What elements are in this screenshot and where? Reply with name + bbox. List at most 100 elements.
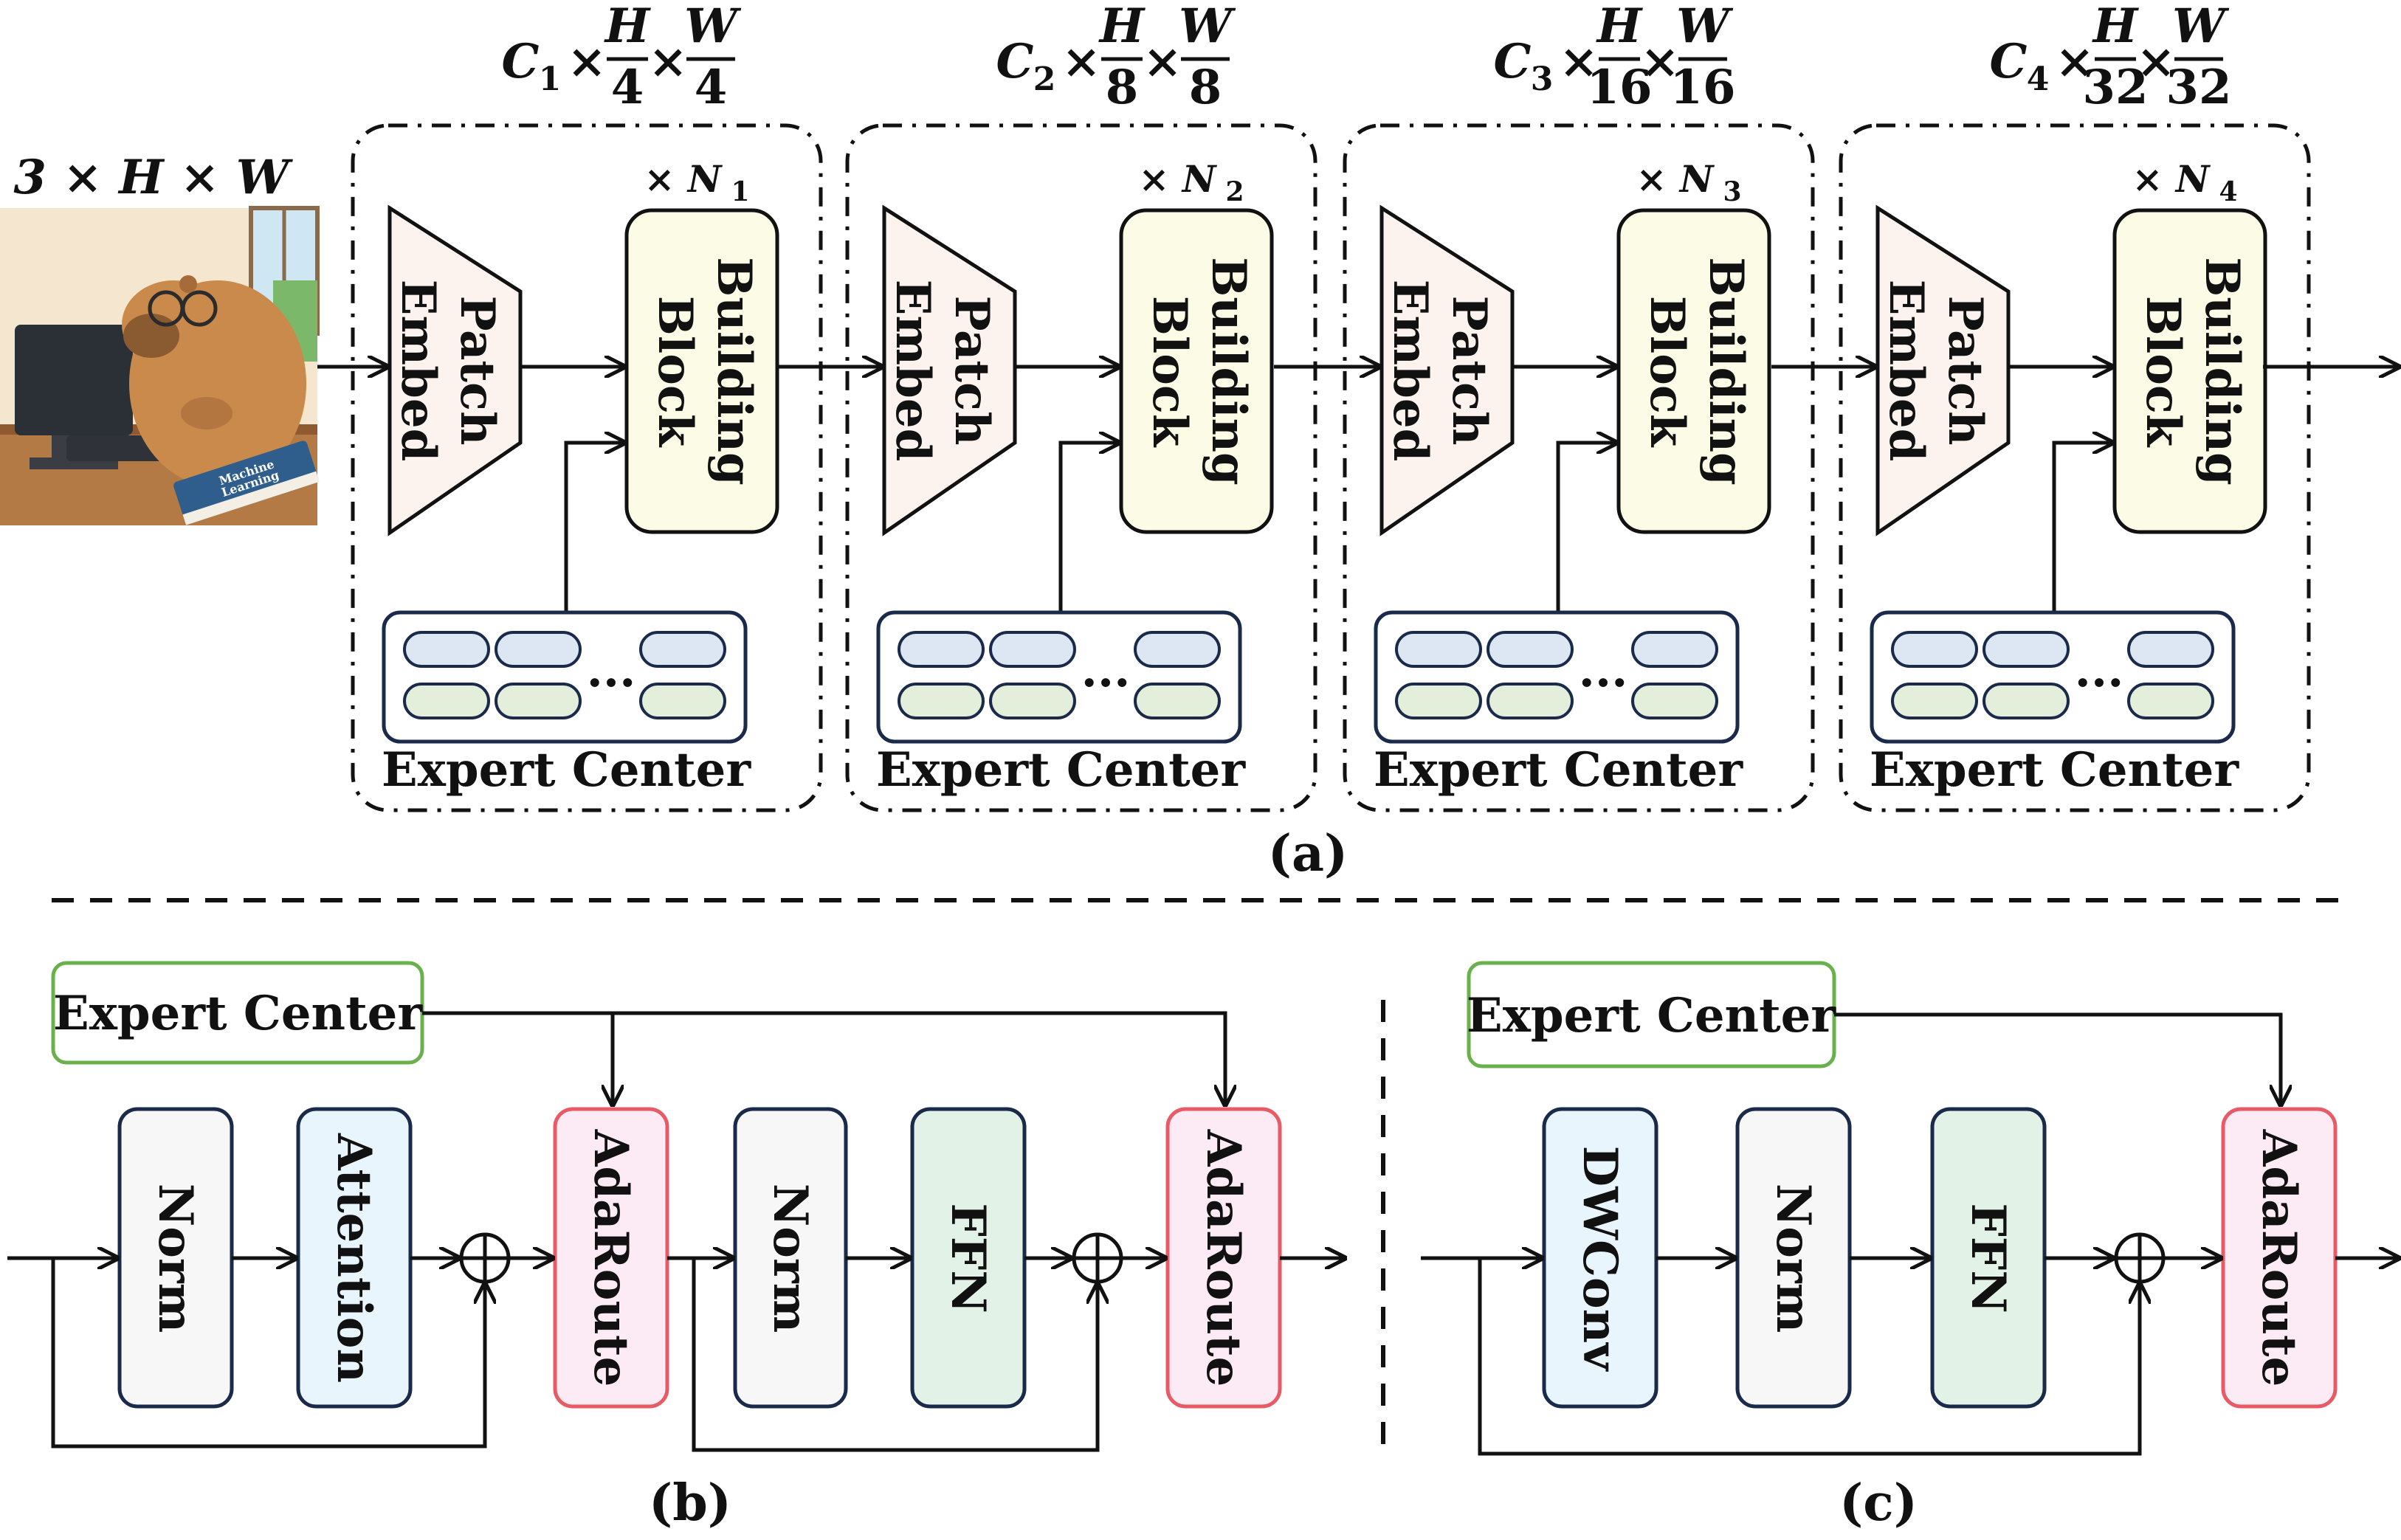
repeat-subscript: 1 [731,176,749,207]
dim-w: W [1676,0,1734,54]
expert-pill [2127,631,2214,668]
expert-pill [1983,683,2070,719]
dim-h-denom: 8 [1106,60,1139,115]
dim-w-denom: 32 [2166,60,2231,115]
expert-pill [1395,683,1482,719]
repeat-label: × N [2132,157,2211,201]
input-image: Machine Learning [0,206,320,525]
building-block [1119,208,1274,534]
adaroute-block: AdaRoute [553,1107,669,1409]
panel-b-blocks: Norm Attention AdaRoute Norm FFN AdaRoute [117,1107,1282,1409]
dim-h-denom: 32 [2082,60,2148,115]
repeat-subscript: 3 [1723,176,1741,207]
building-block-label: Building [2194,257,2250,486]
building-block-label: Building [706,257,762,486]
dim-symbol: C [1990,34,2028,89]
dim-w-denom: 4 [695,60,728,115]
expert-dots: ... [2075,643,2124,698]
dim-symbol: C [996,34,1034,89]
patch-embed-label: Patch [944,296,999,446]
patch-embed-label: Embed [390,280,446,462]
patch-embed-label: Patch [449,296,505,446]
dim-times: × [1559,34,1599,89]
stage-border [351,123,823,812]
patch-embed-label: Patch [1441,296,1497,446]
expert-dots: ... [1579,643,1628,698]
patch-embed-label: Patch [1937,296,1993,446]
repeat-label: × N [1138,157,1217,201]
expert-dots: ... [587,643,636,698]
adaroute-block-2: AdaRoute [1165,1107,1282,1409]
norm-block-2-label: Norm [762,1184,818,1333]
dim-h: H [2092,0,2140,54]
panel-c-expert-center-label: Expert Center [1467,988,1836,1043]
dwconv-block-label: DWConv [1572,1146,1627,1372]
expert-pill [898,683,985,719]
adaroute-block-c: AdaRoute [2221,1107,2338,1409]
stage-border [1343,123,1815,812]
dim-times: × [1640,34,1680,89]
patch-embed-label: Embed [1382,280,1438,462]
patch-embed-label: Embed [885,280,940,462]
dim-times: × [2136,34,2176,89]
input-shape-label: 3 × H × W [13,150,293,205]
building-block-label: Block [647,296,703,448]
repeat-label: × N [1636,157,1715,201]
building-block [2112,208,2267,534]
expert-pill [898,631,985,668]
dim-times: × [567,34,607,89]
dim-h: H [1596,0,1644,54]
patch-embed-block [1379,204,1515,536]
norm-block-label: Norm [148,1184,203,1333]
expert-pill [1134,631,1221,668]
dim-w: W [1179,0,1236,54]
patch-embed-block [387,204,523,536]
expert-pill [495,631,582,668]
dim-subscript: 1 [539,61,562,98]
expert-pill [1487,683,1574,719]
building-block-label: Block [1142,296,1197,448]
patch-embed-label: Embed [1878,280,1934,462]
stage-border [845,123,1317,812]
expert-pill [495,683,582,719]
ffn-block-label: FFN [940,1203,996,1313]
dim-times: × [2055,34,2095,89]
dim-times: × [648,34,688,89]
dim-h: H [1098,0,1146,54]
adaroute-block-2-label: AdaRoute [1196,1129,1251,1387]
expert-pill [403,631,490,668]
caption-a: (a) [1268,824,1348,883]
expert-pill [1631,631,1718,668]
expert-pill [1134,683,1221,719]
ffn-block-c-label: FFN [1960,1203,2016,1313]
dim-w-denom: 8 [1189,60,1222,115]
expert-pill [989,631,1076,668]
ffn-block-c: FFN [1930,1107,2047,1409]
expert-pill [639,683,726,719]
repeat-subscript: 2 [1225,176,1244,207]
norm-block-c-label: Norm [1766,1184,1821,1333]
ffn-block: FFN [910,1107,1027,1409]
building-block-label: Building [1698,257,1754,486]
dim-symbol: C [1494,34,1532,89]
attention-block-label: Attention [326,1133,382,1383]
dim-h-denom: 4 [611,60,644,115]
expert-pill [1983,631,2070,668]
dim-subscript: 3 [1531,61,1554,98]
panel-c-blocks: DWConv Norm FFN AdaRoute [1542,1107,2338,1409]
dim-times: × [1143,34,1182,89]
repeat-subscript: 4 [2219,176,2237,207]
expert-pill [1395,631,1482,668]
adaroute-block-label: AdaRoute [583,1129,638,1387]
